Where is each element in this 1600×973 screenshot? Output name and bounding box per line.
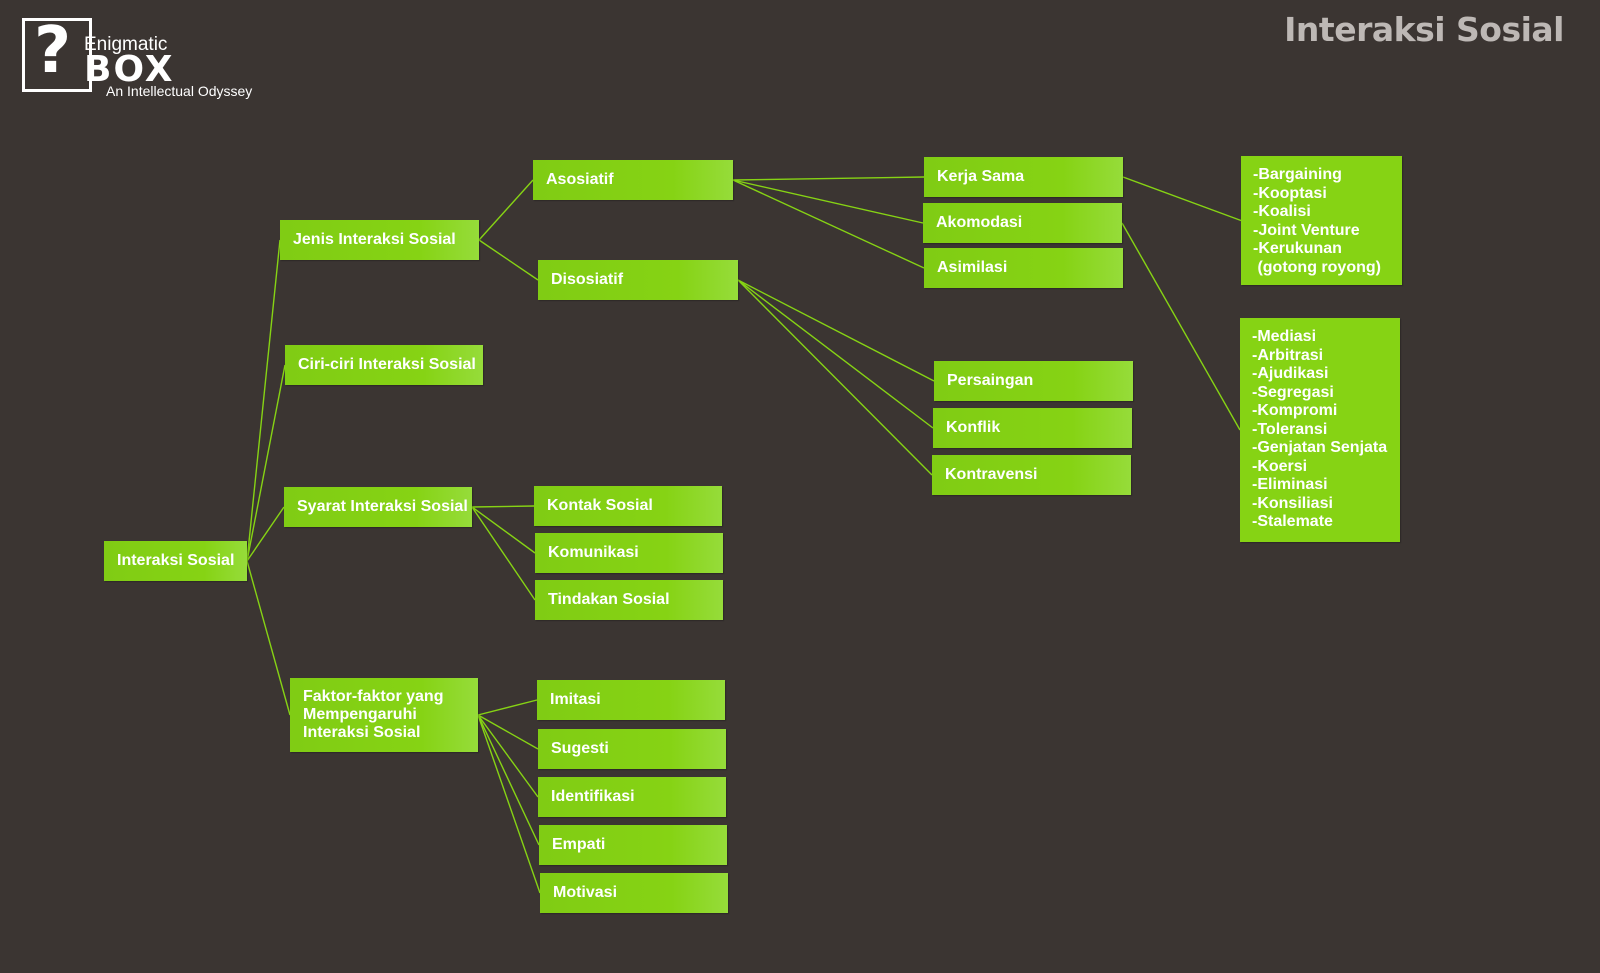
node-kerja-sama-list: -Bargaining -Kooptasi -Koalisi -Joint Ve…: [1241, 156, 1402, 285]
connector-disosiatif-konflik: [737, 279, 934, 429]
node-disosiatif: Disosiatif: [538, 260, 738, 300]
connector-jenis-disosiatif: [478, 239, 539, 281]
connector-kerja_sama-kerja_sama_list: [1122, 176, 1242, 222]
connector-root-faktor: [246, 560, 291, 716]
connector-root-ciri: [246, 364, 286, 562]
connector-faktor-imitasi: [477, 699, 538, 716]
connector-akomodasi-akomodasi_list: [1121, 222, 1241, 431]
connector-root-jenis: [246, 239, 281, 562]
node-kontak-sosial: Kontak Sosial: [534, 486, 722, 526]
node-akomodasi-list: -Mediasi -Arbitrasi -Ajudikasi -Segregas…: [1240, 318, 1400, 542]
node-kerja-sama: Kerja Sama: [924, 157, 1123, 197]
connector-asosiatif-asimilasi: [732, 179, 925, 269]
node-interaksi-sosial: Interaksi Sosial: [104, 541, 247, 581]
node-kontravensi: Kontravensi: [932, 455, 1131, 495]
logo-frame: [22, 18, 92, 92]
node-jenis-interaksi-sosial: Jenis Interaksi Sosial: [280, 220, 479, 260]
node-syarat-interaksi-sosial: Syarat Interaksi Sosial: [284, 487, 472, 527]
node-persaingan: Persaingan: [934, 361, 1133, 401]
node-identifikasi: Identifikasi: [538, 777, 726, 817]
node-ciri-ciri-interaksi-sosial: Ciri-ciri Interaksi Sosial: [285, 345, 483, 385]
connector-syarat-tindakan_sosial: [471, 506, 536, 601]
logo-line2: BOX: [84, 49, 175, 90]
connector-asosiatif-kerja_sama: [732, 176, 925, 181]
connector-root-syarat: [246, 506, 285, 562]
connector-faktor-motivasi: [477, 714, 541, 894]
node-komunikasi: Komunikasi: [535, 533, 723, 573]
enigmatic-box-logo: ? Enigmatic BOX An Intellectual Odyssey: [22, 14, 282, 108]
question-mark-icon: ?: [34, 14, 72, 88]
node-faktor-faktor: Faktor-faktor yang Mempengaruhi Interaks…: [290, 678, 478, 752]
connector-faktor-identifikasi: [477, 714, 539, 798]
node-akomodasi: Akomodasi: [923, 203, 1122, 243]
connector-disosiatif-kontravensi: [737, 279, 933, 476]
connector-faktor-sugesti: [477, 714, 539, 750]
node-empati: Empati: [539, 825, 727, 865]
node-asosiatif: Asosiatif: [533, 160, 733, 200]
connector-syarat-komunikasi: [471, 506, 536, 554]
node-sugesti: Sugesti: [538, 729, 726, 769]
connector-asosiatif-akomodasi: [732, 179, 924, 224]
node-konflik: Konflik: [933, 408, 1132, 448]
connector-faktor-empati: [477, 714, 540, 846]
connector-syarat-kontak_sosial: [471, 505, 535, 508]
logo-tagline: An Intellectual Odyssey: [106, 83, 253, 99]
logo-line1: Enigmatic: [84, 34, 168, 55]
connector-jenis-asosiatif: [478, 179, 534, 241]
page-title: Interaksi Sosial: [1284, 10, 1564, 49]
node-asimilasi: Asimilasi: [924, 248, 1123, 288]
node-motivasi: Motivasi: [540, 873, 728, 913]
connector-disosiatif-persaingan: [737, 279, 935, 382]
node-tindakan-sosial: Tindakan Sosial: [535, 580, 723, 620]
node-imitasi: Imitasi: [537, 680, 725, 720]
